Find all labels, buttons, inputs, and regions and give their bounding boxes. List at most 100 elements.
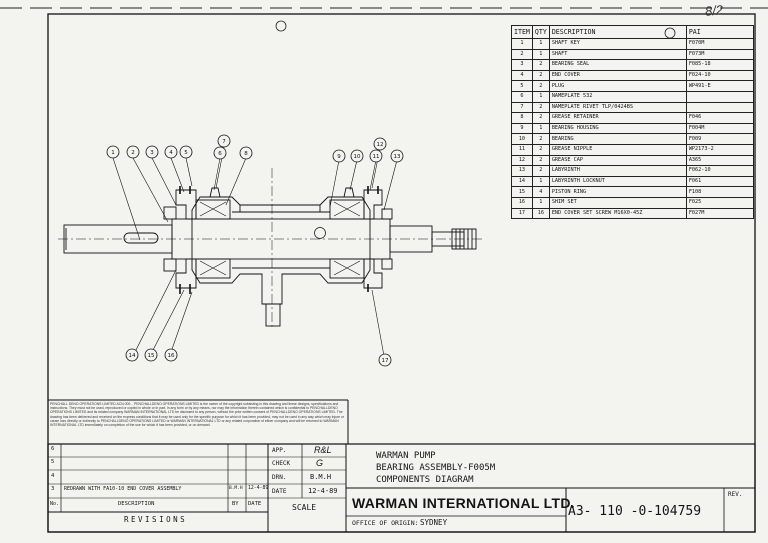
revision-number: 4 bbox=[51, 473, 55, 479]
description-cell: LABYRINTH bbox=[548, 165, 687, 177]
part-number-cell bbox=[685, 101, 754, 114]
description-cell: SHAFT KEY bbox=[548, 38, 687, 50]
description-cell: SHAFT bbox=[548, 48, 687, 61]
revision-header-no: No. bbox=[50, 501, 60, 507]
part-number-cell: F062-10 bbox=[685, 165, 754, 177]
part-number-cell: F085-18 bbox=[685, 59, 754, 71]
quantity-cell: 16 bbox=[531, 207, 550, 220]
revision-label: REV. bbox=[728, 491, 743, 498]
parts-list-header: ITEM QTY DESCRIPTION PAI bbox=[511, 25, 754, 39]
quantity-cell: 2 bbox=[531, 165, 550, 177]
date-label: DATE bbox=[272, 488, 287, 495]
copyright-notice: PENCHALL DENO OPERATIONS LIMITED ACN 000… bbox=[50, 402, 345, 428]
right-end-cover-bottom bbox=[363, 258, 383, 289]
part-number-cell: F024-10 bbox=[685, 69, 754, 82]
item-number-cell: 11 bbox=[511, 143, 533, 156]
quantity-cell: 2 bbox=[531, 80, 550, 92]
revision-number: 5 bbox=[51, 459, 55, 465]
part-number-cell: F046 bbox=[685, 112, 754, 124]
bearing-assembly-section bbox=[58, 168, 482, 330]
item-number-cell: 10 bbox=[511, 133, 533, 145]
quantity-cell: 2 bbox=[531, 101, 550, 114]
punch-hole-icon bbox=[314, 227, 326, 239]
item-number-cell: 9 bbox=[511, 122, 533, 135]
drawing-title-line-3: COMPONENTS DIAGRAM bbox=[376, 475, 474, 485]
quantity-cell: 2 bbox=[531, 143, 550, 156]
right-labyrinth-bottom bbox=[381, 258, 393, 270]
office-of-origin-label: OFFICE OF ORIGIN: bbox=[352, 519, 419, 527]
description-cell: BEARING HOUSING bbox=[548, 122, 687, 135]
description-cell: PLUG bbox=[548, 80, 687, 92]
item-number-cell: 2 bbox=[511, 48, 533, 61]
quantity-cell: 2 bbox=[531, 154, 550, 167]
description-cell: BEARING bbox=[548, 133, 687, 145]
description-cell: GREASE RETAINER bbox=[548, 112, 687, 124]
description-cell: SHIM SET bbox=[548, 196, 687, 209]
drawing-number: A3- 110 -0-104759 bbox=[568, 504, 702, 519]
revision-date: 12-4-89 bbox=[248, 486, 269, 491]
left-end-cover-bottom bbox=[175, 258, 197, 289]
left-labyrinth-bottom bbox=[163, 258, 177, 272]
revision-header-by: BY bbox=[232, 501, 239, 507]
quantity-cell: 2 bbox=[531, 133, 550, 145]
punch-hole-icon bbox=[275, 20, 287, 32]
part-number-cell: WP491-E bbox=[685, 80, 754, 92]
quantity-cell: 4 bbox=[531, 186, 550, 198]
date-value: 12-4-89 bbox=[308, 487, 338, 495]
item-number-cell: 17 bbox=[511, 207, 533, 220]
description-cell: GREASE NIPPLE bbox=[548, 143, 687, 156]
left-end-cover-top bbox=[175, 189, 197, 220]
item-number-cell: 16 bbox=[511, 196, 533, 209]
left-labyrinth-top bbox=[163, 206, 177, 220]
description-cell: NAMEPLATE 532 bbox=[548, 90, 687, 103]
item-number-cell: 14 bbox=[511, 175, 533, 188]
item-number-cell: 5 bbox=[511, 80, 533, 92]
item-number-cell: 12 bbox=[511, 154, 533, 167]
company-name: WARMAN INTERNATIONAL LTD. bbox=[352, 495, 575, 511]
scale-label: SCALE bbox=[292, 503, 317, 512]
part-number-cell: F061 bbox=[685, 175, 754, 188]
revision-header-description: DESCRIPTION bbox=[118, 501, 155, 507]
drawing-title-line-2: BEARING ASSEMBLY-F005M bbox=[376, 463, 496, 473]
column-header-item: ITEM bbox=[511, 25, 533, 39]
office-of-origin-value: SYDNEY bbox=[420, 518, 448, 527]
bearing-housing bbox=[191, 196, 371, 305]
app-label: APP. bbox=[272, 447, 287, 454]
description-cell: PISTON RING bbox=[548, 186, 687, 198]
item-number-cell: 13 bbox=[511, 165, 533, 177]
description-cell: END COVER bbox=[548, 69, 687, 82]
drawing-title-line-1: WARMAN PUMP bbox=[376, 451, 436, 461]
grease-nipple-left bbox=[209, 187, 221, 198]
item-number-cell: 7 bbox=[511, 101, 533, 114]
shaft-keyway bbox=[123, 232, 159, 244]
part-number-cell: F004M bbox=[685, 122, 754, 135]
app-signature: R&L bbox=[314, 445, 332, 455]
grease-nipple-right bbox=[343, 187, 355, 198]
item-number-cell: 15 bbox=[511, 186, 533, 198]
corner-page-mark: 8/2 bbox=[704, 2, 724, 19]
revisions-title: REVISIONS bbox=[124, 515, 188, 524]
item-number-cell: 6 bbox=[511, 90, 533, 103]
quantity-cell: 1 bbox=[531, 38, 550, 50]
item-number-cell: 1 bbox=[511, 38, 533, 50]
leader-lines bbox=[112, 146, 398, 357]
quantity-cell: 1 bbox=[531, 48, 550, 61]
part-number-cell: F025 bbox=[685, 196, 754, 209]
part-number-cell: A365 bbox=[685, 154, 754, 167]
check-signature: G bbox=[316, 458, 324, 468]
revision-header-date: DATE bbox=[248, 501, 262, 507]
part-number-cell bbox=[685, 90, 754, 103]
description-cell: LABYRINTH LOCKNUT bbox=[548, 175, 687, 188]
